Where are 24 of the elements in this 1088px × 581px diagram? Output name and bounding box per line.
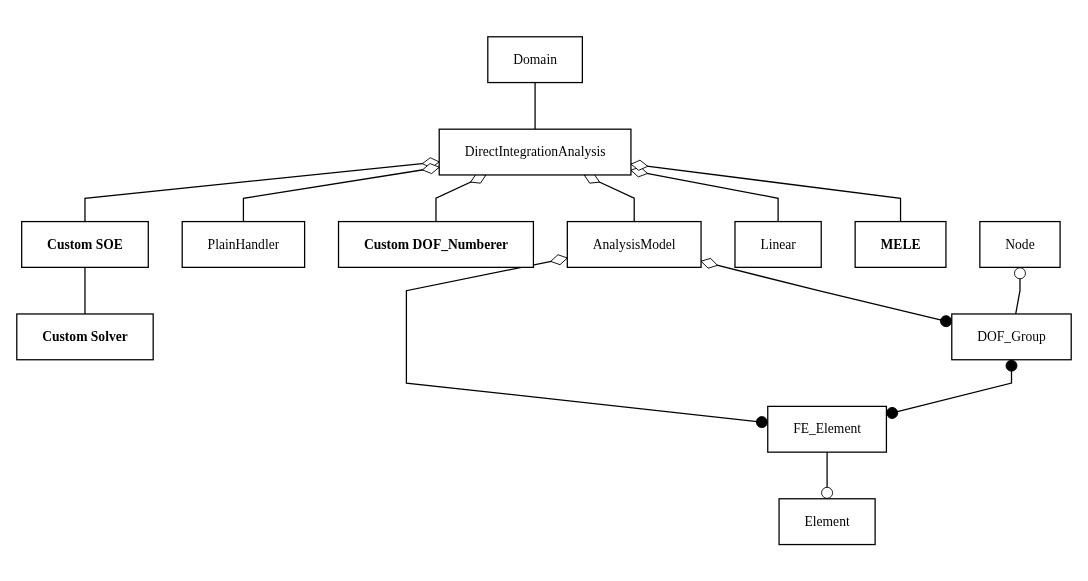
connector-line: [1014, 266, 1026, 315]
node-box: [767, 405, 888, 453]
connector-line: [630, 166, 779, 223]
node-box: [854, 220, 947, 268]
connector-line: [84, 157, 440, 223]
node-box: [566, 220, 702, 268]
node-box: [979, 220, 1061, 268]
node-box: [181, 220, 306, 268]
node-box: [487, 35, 583, 83]
connector-line: [534, 81, 536, 130]
connector-line: [821, 451, 833, 500]
node-box: [337, 220, 535, 268]
node-box: [21, 220, 149, 268]
node-box: [734, 220, 822, 268]
connector-line: [242, 162, 440, 223]
class-diagram: Domain DirectIntegrationAnalysis Custom SOE Custom Solver PlainHandler Custom DOF_Numberer AnalysisModel Linear MELE Node DOF_Group FE_Element Element: [10, 29, 1078, 552]
connector-line: [630, 159, 902, 223]
node-box: [16, 313, 154, 361]
connector-line: [583, 173, 635, 223]
node-box: [438, 128, 632, 176]
connector-line: [84, 266, 86, 315]
connector-line: [435, 173, 487, 223]
node-box: [951, 313, 1072, 361]
node-box: [778, 497, 876, 545]
